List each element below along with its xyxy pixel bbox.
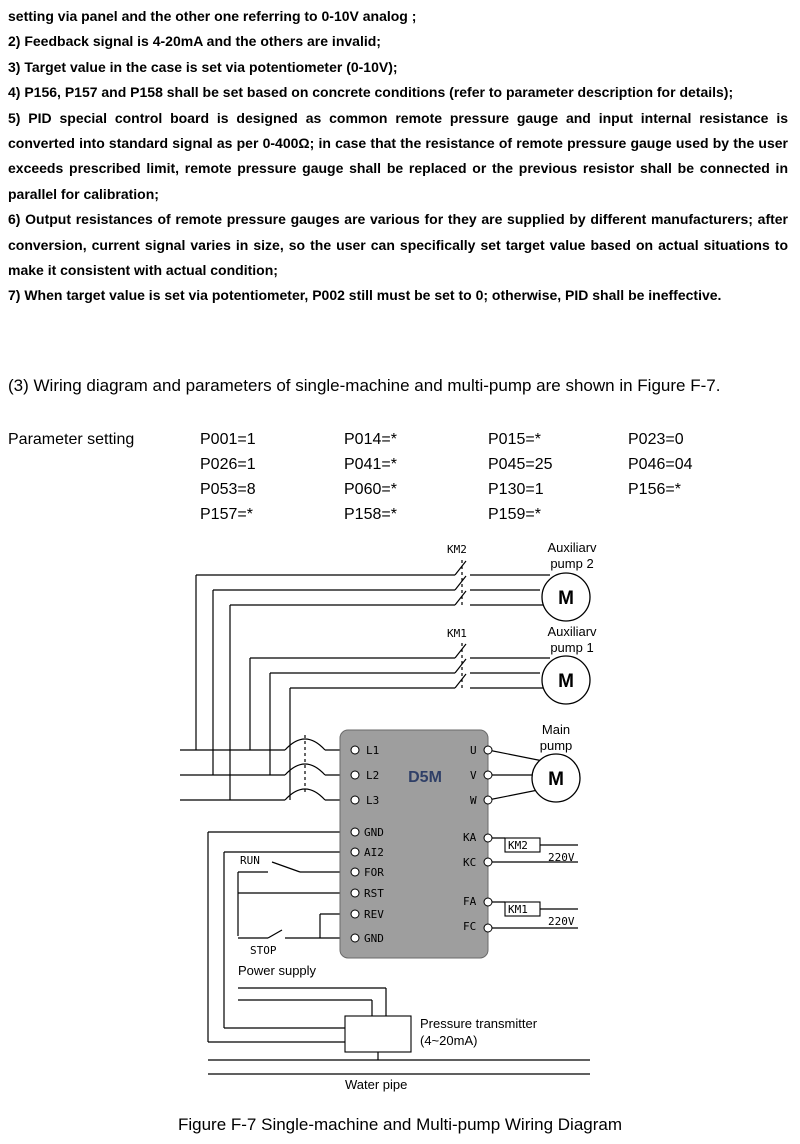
terminal-label: L1 [366,744,379,757]
parameter-value: P015=* [488,431,541,448]
parameter-value: P026=1 [200,456,256,473]
stop-label: STOP [250,944,277,957]
aux-pump-2-label: Auxiliarv [547,540,597,555]
motor-label: M [558,671,574,692]
parameter-value: P046=04 [628,456,693,473]
km1-coil-box [504,901,541,917]
terminal-label: REV [364,908,384,921]
terminal-label: FA [463,895,477,908]
note-item: setting via panel and the other one refe… [8,8,417,24]
voltage-label: 220V [548,915,575,928]
terminal-label: V [470,769,477,782]
parameter-value: P001=1 [200,431,256,448]
parameter-value: P158=* [344,506,397,523]
aux-pump-1-motor [541,655,591,705]
note-item: 2) Feedback signal is 4-20mA and the oth… [8,33,381,50]
power-supply-label: Power supply [238,963,317,978]
motors [531,572,591,803]
parameter-value: P014=* [344,431,397,448]
main-pump-motor [531,753,581,803]
terminals [350,745,493,943]
terminal-label: GND [364,932,384,945]
km1-label: KM1 [447,627,467,640]
voltage-label: 220V [548,851,575,864]
aux-pump-2-motor [541,572,591,622]
figure-caption: Figure F-7 Single-machine and Multi-pump… [177,1115,623,1134]
km1-coil-label: KM1 [508,903,528,916]
terminal-label: FC [463,920,476,933]
parameter-value: P023=0 [628,431,684,448]
terminal-label: U [470,744,477,757]
motor-label: M [558,588,574,609]
note-item: 7) When target value is set via potentio… [8,287,722,304]
parameter-value: P156=* [628,481,681,498]
note-item: 6) Output resistances of remote pressure… [8,211,788,279]
km2-label: KM2 [447,543,467,556]
motor-label: M [548,769,564,790]
terminal-label: KC [463,856,476,869]
notes-list: setting via panel and the other one refe… [8,4,788,309]
terminal-label: KA [463,831,477,844]
terminal-label: W [470,794,477,807]
drive-model-label: D5M [408,769,442,786]
parameter-value: P130=1 [488,481,544,498]
pressure-transmitter-label: Pressure transmitter [420,1016,538,1031]
parameter-value: P041=* [344,456,397,473]
main-pump-label: Main [542,722,570,737]
section-paragraph: (3) Wiring diagram and parameters of sin… [8,376,721,395]
parameter-value: P045=25 [488,456,553,473]
aux-pump-1-label: Auxiliarv [547,624,597,639]
terminal-label: AI2 [364,846,384,859]
run-label: RUN [240,854,260,867]
terminal-label: L3 [366,794,379,807]
terminal-label: FOR [364,866,384,879]
main-pump-label: pump [540,738,573,753]
km2-coil-label: KM2 [508,839,528,852]
km2-coil-box [504,837,541,853]
parameter-label: Parameter setting [8,431,135,448]
terminal-label: RST [364,887,384,900]
wiring-diagram: KM2 KM1 L1 L2 L3 U V W GND AI2 FOR RST R… [180,540,597,1092]
drive-body [339,729,489,959]
parameter-value: P060=* [344,481,397,498]
terminal-label: GND [364,826,384,839]
parameter-value: P053=8 [200,481,256,498]
aux-pump-1-label: pump 1 [550,640,593,655]
pressure-transmitter-box [344,1015,412,1053]
aux-pump-2-label: pump 2 [550,556,593,571]
note-item: 5) PID special control board is designed… [8,109,788,202]
pressure-transmitter-range: (4~20mA) [420,1033,477,1048]
note-item: 3) Target value in the case is set via p… [8,58,398,75]
terminal-label: L2 [366,769,379,782]
parameter-value: P157=* [200,506,253,523]
parameter-value: P159=* [488,506,541,523]
water-pipe-label: Water pipe [345,1077,407,1092]
note-item: 4) P156, P157 and P158 shall be set base… [8,84,734,101]
